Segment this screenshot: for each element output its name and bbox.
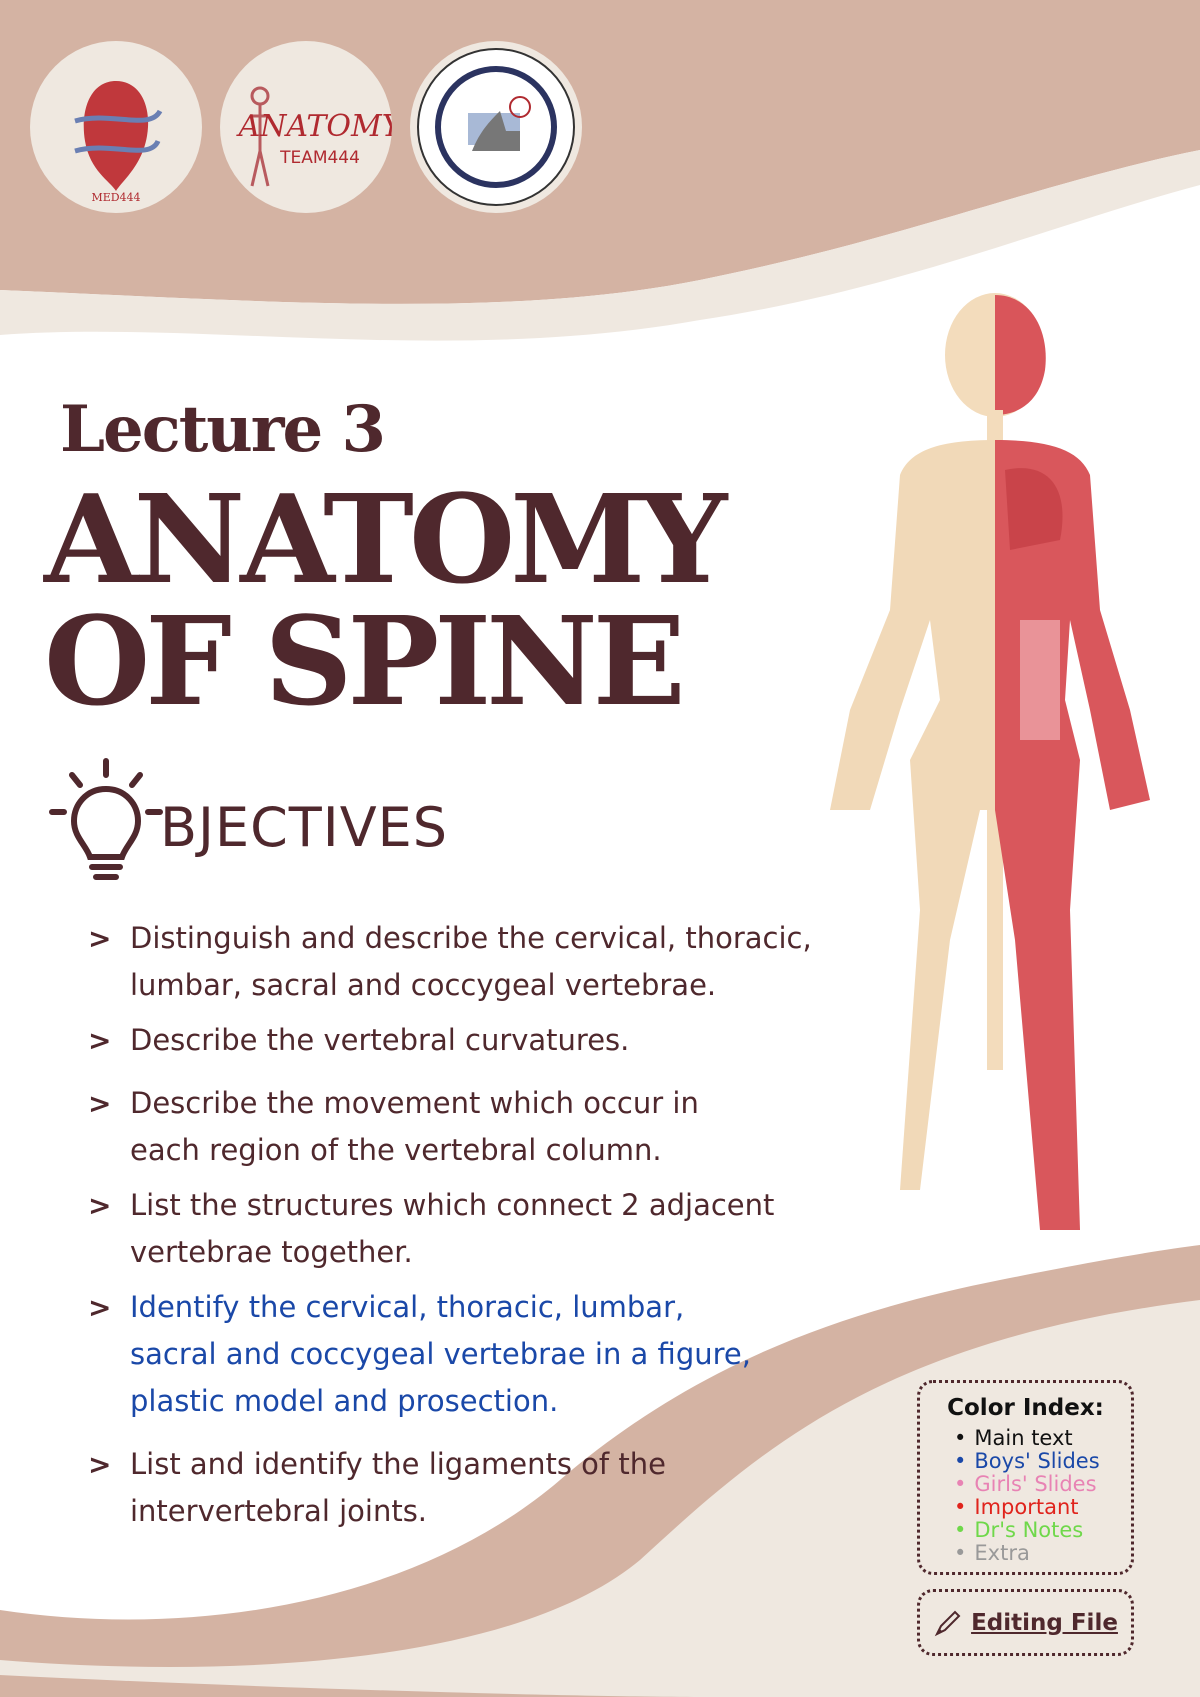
objectives-heading: BJECTIVES <box>160 796 449 859</box>
chevron-right-icon: > <box>88 1087 112 1120</box>
svg-text:ANATOMY: ANATOMY <box>235 109 392 144</box>
chevron-right-icon: > <box>88 1189 112 1222</box>
editing-file-button[interactable]: Editing File <box>917 1589 1134 1656</box>
chevron-right-icon: > <box>88 1448 112 1481</box>
color-index-drs-notes: Dr's Notes <box>954 1519 1131 1542</box>
lightbulb-icon <box>49 758 163 880</box>
objective-item: > List and identify the ligaments of the … <box>88 1441 670 1535</box>
color-index-important: Important <box>954 1496 1131 1519</box>
color-index-title: Color Index: <box>947 1395 1104 1421</box>
editing-file-link[interactable]: Editing File <box>971 1609 1118 1636</box>
svg-text:MED444: MED444 <box>91 191 140 204</box>
chevron-right-icon: > <box>88 1024 112 1057</box>
color-index-extra: Extra <box>954 1542 1131 1565</box>
color-index-main: Main text <box>954 1427 1131 1450</box>
anatomy-team-logo: ANATOMY TEAM444 <box>220 41 392 213</box>
objective-item: > Describe the vertebral curvatures. <box>88 1017 828 1064</box>
svg-text:TEAM444: TEAM444 <box>279 148 360 168</box>
title-line-1: ANATOMY <box>44 467 727 611</box>
objective-text: List and identify the ligaments of the i… <box>130 1447 666 1528</box>
color-index-boys: Boys' Slides <box>954 1450 1131 1473</box>
objective-text: Describe the movement which occur in eac… <box>130 1086 699 1167</box>
objective-item: > Describe the movement which occur in ea… <box>88 1080 750 1174</box>
objective-item: > Identify the cervical, thoracic, lumbar… <box>88 1284 770 1425</box>
lecture-number: Lecture 3 <box>60 392 386 467</box>
objective-text: Describe the vertebral curvatures. <box>130 1023 630 1057</box>
pen-icon <box>934 1610 961 1636</box>
objective-text: List the structures which connect 2 adja… <box>130 1188 775 1269</box>
objectives-list: > Distinguish and describe the cervical, … <box>88 915 828 1543</box>
approved-stamp <box>410 41 582 213</box>
color-index-girls: Girls' Slides <box>954 1473 1131 1496</box>
chevron-right-icon: > <box>88 922 112 955</box>
objective-item: > Distinguish and describe the cervical, … <box>88 915 828 1009</box>
color-index-box: Color Index: Main text Boys' Slides Girl… <box>917 1380 1134 1575</box>
objective-text: Identify the cervical, thoracic, lumbar,… <box>130 1290 751 1418</box>
chevron-right-icon: > <box>88 1291 112 1324</box>
human-body-illustration <box>830 293 1150 1230</box>
objective-text: Distinguish and describe the cervical, t… <box>130 921 812 1002</box>
objective-item: > List the structures which connect 2 adj… <box>88 1182 830 1276</box>
title-line-2: OF SPINE <box>44 589 686 733</box>
med444-logo: MED444 <box>30 41 202 213</box>
